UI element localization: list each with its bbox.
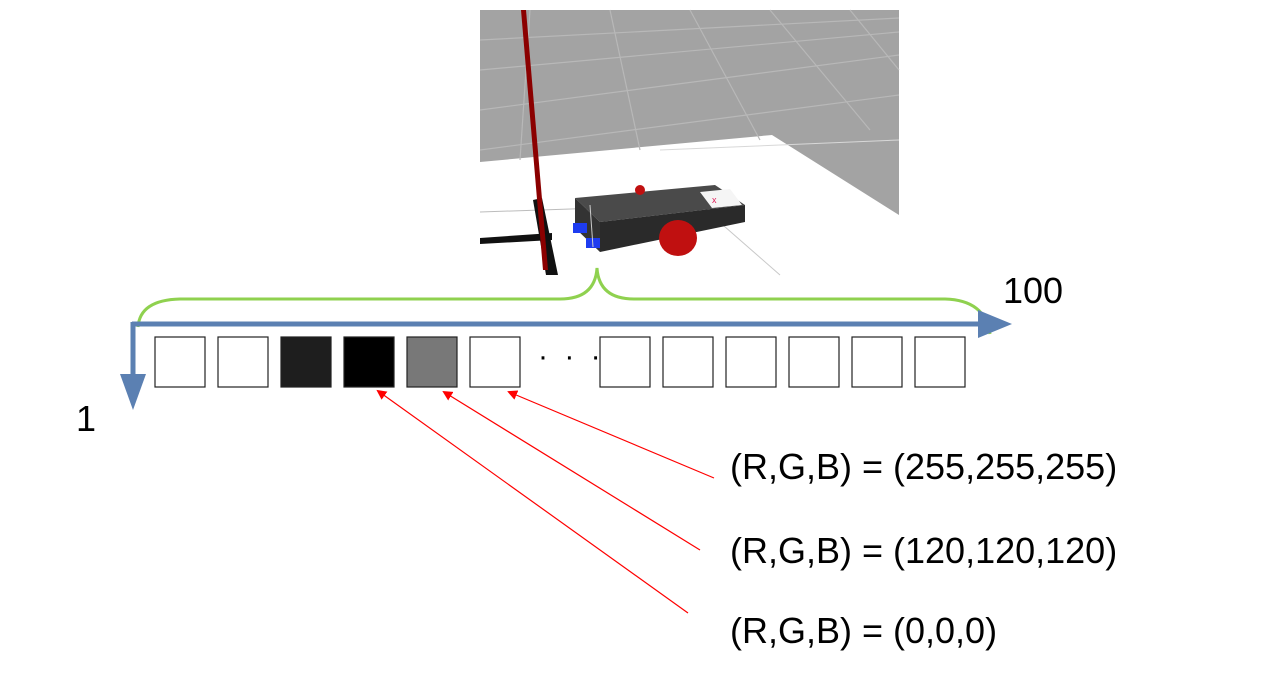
- red-pole: [521, 10, 548, 270]
- x-axis-arrowhead: [978, 310, 1012, 338]
- rgb-label-gray: (R,G,B) = (120,120,120): [730, 530, 1118, 571]
- pixel-cell-tail-4: [788, 336, 840, 388]
- row-ellipsis: · · ·: [538, 340, 605, 373]
- line-sensor: [573, 223, 587, 233]
- arrow-white-cell: [507, 390, 715, 479]
- svg-text:x: x: [712, 195, 717, 205]
- floor-grid-area: [480, 10, 899, 215]
- pixel-cell-1: [154, 336, 206, 388]
- sensor-field-brace: [136, 267, 992, 335]
- robot-simulation-image: x: [479, 9, 900, 276]
- robot-wheel: [659, 220, 697, 256]
- pixel-cell-4: [343, 336, 395, 388]
- pixel-cell-tail-6: [914, 336, 966, 388]
- y-axis-label: 1: [76, 398, 97, 439]
- y-axis-arrowhead: [120, 374, 146, 410]
- pixel-cell-tail-5: [851, 336, 903, 388]
- robot: x: [573, 185, 745, 256]
- rgb-label-black: (R,G,B) = (0,0,0): [730, 610, 998, 651]
- floor-grid-lines: [479, 9, 900, 161]
- pixel-cell-tail-1: [599, 336, 651, 388]
- axes: [120, 310, 1012, 410]
- pixel-cell-tail-3: [725, 336, 777, 388]
- rgb-label-white: (R,G,B) = (255,255,255): [730, 446, 1118, 487]
- pixel-row: [154, 336, 966, 388]
- pixel-cell-6: [469, 336, 521, 388]
- annotation-arrows: [376, 389, 715, 614]
- arrow-gray-cell: [442, 390, 701, 551]
- arrow-black-cell: [376, 389, 689, 614]
- pixel-cell-tail-2: [662, 336, 714, 388]
- pixel-cell-2: [217, 336, 269, 388]
- x-axis-max-label: 100: [1003, 270, 1064, 311]
- pixel-cell-3: [280, 336, 332, 388]
- pixel-cell-5: [406, 336, 458, 388]
